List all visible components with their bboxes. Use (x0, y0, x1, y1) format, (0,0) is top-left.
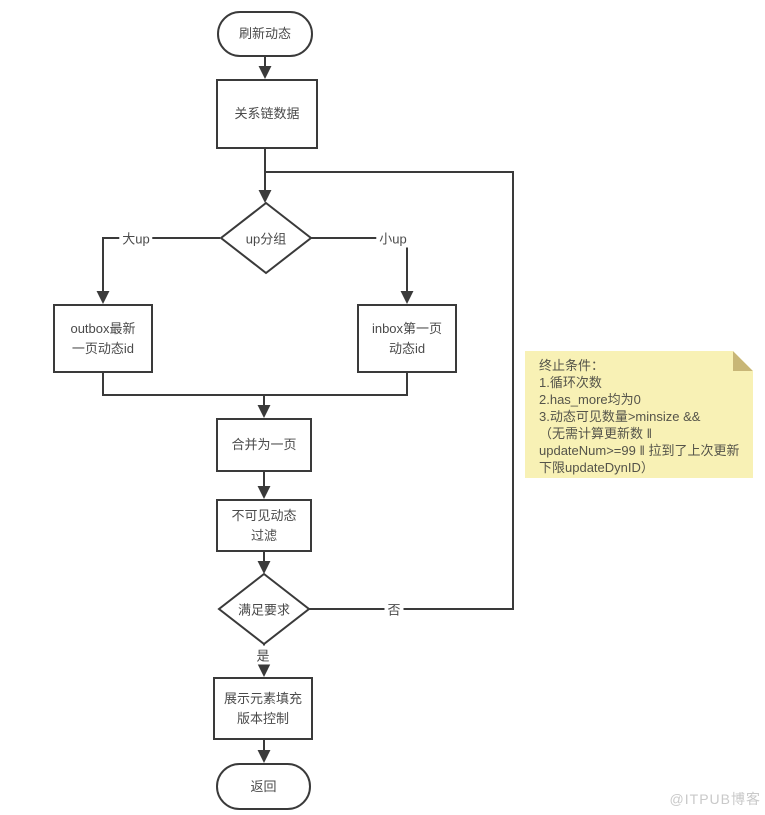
edge-label-small-up: 小up (376, 228, 410, 248)
node-merge-label: 合并为一页 (231, 437, 297, 453)
node-filter-label: 不可见动态 过滤 (231, 508, 297, 543)
node-relation-data-label: 关系链数据 (234, 106, 300, 122)
node-relation-data: 关系链数据 (216, 79, 318, 149)
edge-upgroup-to-outbox (96, 237, 220, 304)
node-up-group-label: up分组 (245, 231, 287, 247)
edge-check-no-loopback (266, 171, 514, 610)
edge-upgroup-to-inbox (311, 237, 414, 304)
node-end-label: 返回 (250, 778, 277, 794)
edge-join-outbox-inbox (102, 373, 408, 396)
note-title: 终止条件： (539, 358, 605, 373)
node-check-label: 满足要求 (237, 602, 291, 618)
note-body: 1.循环次数 2.has_more均为0 3.动态可见数量>minsize &&… (539, 375, 740, 475)
watermark-text: @ITPUB博客 (669, 791, 761, 807)
edge-label-big-up: 大up (119, 228, 153, 248)
node-start: 刷新动态 (217, 11, 313, 57)
node-filter: 不可见动态 过滤 (216, 499, 312, 552)
node-inbox: inbox第一页 动态id (357, 304, 457, 373)
node-outbox-label: outbox最新 一页动态id (70, 321, 136, 356)
node-start-label: 刷新动态 (238, 26, 291, 42)
decision-upgroup-shape (219, 201, 313, 275)
node-inbox-label: inbox第一页 动态id (371, 321, 443, 356)
decision-check-shape (217, 572, 311, 646)
edge-label-no: 否 (384, 599, 404, 619)
node-end: 返回 (216, 763, 311, 810)
edge-label-yes: 是 (253, 645, 273, 665)
node-display: 展示元素填充 版本控制 (213, 677, 313, 740)
node-merge: 合并为一页 (216, 418, 312, 472)
node-outbox: outbox最新 一页动态id (53, 304, 153, 373)
sticky-note: 终止条件： 1.循环次数 2.has_more均为0 3.动态可见数量>mins… (525, 351, 753, 478)
node-display-label: 展示元素填充 版本控制 (223, 691, 302, 726)
